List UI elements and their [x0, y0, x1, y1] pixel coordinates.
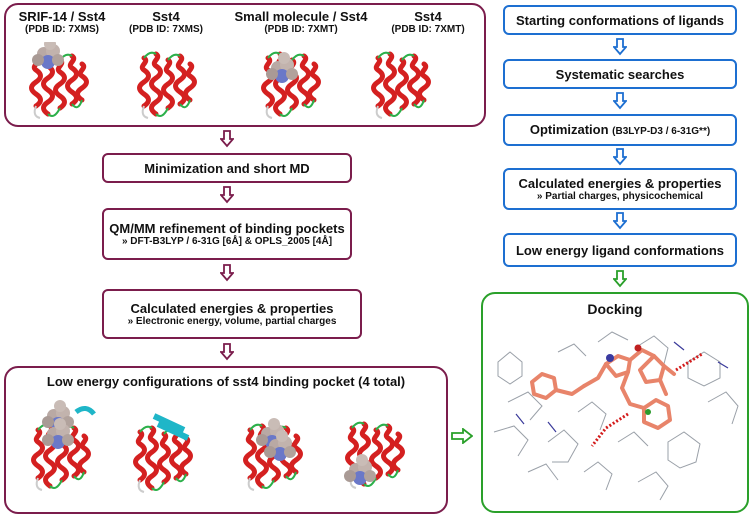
step-label-row: Optimization (B3LYP-D3 / 6-31G**) — [530, 122, 710, 139]
protein-structure-image-4 — [362, 42, 442, 122]
structure-label-4: Sst4 (PDB ID: 7XMT) — [378, 10, 478, 36]
step-label: Calculated energies & properties — [130, 300, 334, 316]
structure-title: Sst4 — [152, 9, 180, 24]
optimization-step: Optimization (B3LYP-D3 / 6-31G**) — [503, 114, 737, 146]
protein-structure-image-1 — [22, 42, 102, 122]
arrow-right-icon — [451, 428, 473, 444]
step-label: QM/MM refinement of binding pockets — [109, 220, 345, 236]
structure-title: Small molecule / Sst4 — [234, 9, 368, 24]
systematic-searches-step: Systematic searches — [503, 59, 737, 89]
docking-title: Docking — [587, 301, 643, 317]
structure-title: Sst4 — [414, 9, 442, 24]
structure-pdb: (PDB ID: 7XMT) — [391, 24, 465, 35]
structure-pdb: (PDB ID: 7XMS) — [129, 24, 203, 35]
step-sublabel: » Electronic energy, volume, partial cha… — [127, 315, 337, 327]
structure-label-3: Small molecule / Sst4 (PDB ID: 7XMT) — [226, 10, 376, 36]
binding-pocket-image-4 — [344, 398, 416, 498]
arrow-down-icon — [220, 264, 234, 282]
arrow-down-icon — [613, 270, 627, 288]
step-sublabel: (B3LYP-D3 / 6-31G**) — [612, 125, 711, 137]
structure-title: SRIF-14 / Sst4 — [18, 9, 106, 24]
arrow-down-icon — [613, 92, 627, 110]
panel-title: Low energy configurations of sst4 bindin… — [46, 374, 406, 389]
ligand-calculated-energies-step: Calculated energies & properties » Parti… — [503, 168, 737, 210]
protein-structure-image-3 — [252, 42, 332, 122]
arrow-down-icon — [220, 186, 234, 204]
arrow-down-icon — [220, 343, 234, 361]
step-sublabel: » DFT-B3LYP / 6-31G [6Å] & OPLS_2005 [4Å… — [121, 235, 333, 247]
arrow-down-icon — [613, 38, 627, 56]
docking-pose-image — [493, 331, 739, 501]
binding-pocket-image-3 — [234, 418, 314, 498]
step-label: Systematic searches — [555, 66, 685, 82]
protein-structure-image-2 — [128, 42, 208, 122]
minimization-step: Minimization and short MD — [102, 153, 352, 183]
structure-pdb: (PDB ID: 7XMS) — [25, 24, 99, 35]
step-label: Optimization — [529, 121, 609, 137]
step-sublabel: » Partial charges, physicochemical — [536, 190, 704, 202]
step-label: Low energy ligand conformations — [515, 242, 725, 258]
structure-pdb: (PDB ID: 7XMT) — [264, 24, 338, 35]
arrow-down-icon — [613, 148, 627, 166]
structure-label-1: SRIF-14 / Sst4 (PDB ID: 7XMS) — [12, 10, 112, 36]
docking-panel — [481, 292, 749, 513]
binding-pocket-image-2 — [124, 413, 204, 498]
arrow-down-icon — [613, 212, 627, 230]
step-label: Calculated energies & properties — [518, 175, 722, 191]
arrow-down-icon — [220, 130, 234, 148]
calculated-energies-step: Calculated energies & properties » Elect… — [102, 289, 362, 339]
step-label: Minimization and short MD — [144, 160, 310, 176]
binding-pocket-image-1 — [24, 400, 96, 498]
starting-conformations-step: Starting conformations of ligands — [503, 5, 737, 35]
structure-label-2: Sst4 (PDB ID: 7XMS) — [116, 10, 216, 36]
qmmm-refinement-step: QM/MM refinement of binding pockets » DF… — [102, 208, 352, 260]
low-energy-ligand-step: Low energy ligand conformations — [503, 233, 737, 267]
step-label: Starting conformations of ligands — [515, 12, 724, 28]
